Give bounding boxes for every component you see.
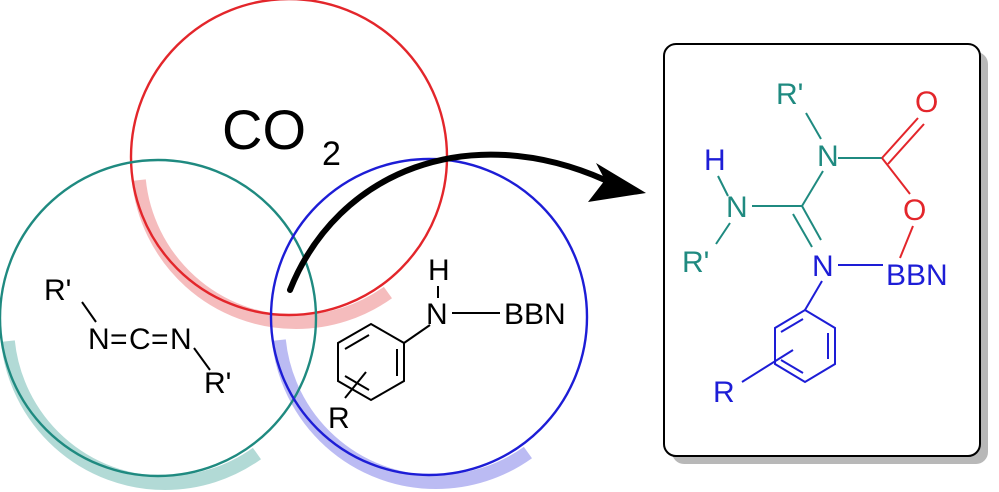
bond-c-ocarbonyl [881, 117, 919, 159]
bond-c2-nimine [801, 205, 822, 241]
product-box-frame [663, 43, 981, 457]
venn-diagram [0, 0, 601, 490]
bond-c-oring [881, 157, 911, 195]
bond-namine-r [715, 222, 731, 245]
aminoborane-h: H [428, 254, 450, 287]
bond-c-ocarbonyl-double [887, 123, 925, 165]
bond-h-namine [717, 175, 729, 197]
carbodiimide-eq1: = [110, 323, 128, 356]
bond-ring-r-product [741, 349, 794, 383]
bond-nimine-aryl [804, 280, 823, 311]
benzene-ring [337, 322, 405, 402]
reaction-arrow [287, 151, 646, 293]
bond-c2-nimine-double [792, 213, 813, 248]
aminoborane-r: R [328, 402, 350, 435]
bond-oring-b [899, 225, 914, 259]
carbodiimide-r-bottom: R' [204, 367, 231, 400]
bond-ring-r [344, 371, 367, 399]
product-n-top: N [817, 140, 839, 173]
co2-text: CO [222, 98, 306, 161]
aminoborane-circle [269, 157, 589, 477]
bond-r-n [81, 301, 97, 323]
product-r-top: R' [776, 78, 803, 111]
product-h: H [704, 144, 726, 177]
aminoborane-structure: H N BBN R [328, 254, 566, 435]
carbodiimide-c: C [129, 323, 151, 356]
carbodiimide-structure: R' N = C = N R' [44, 274, 231, 400]
bond-ntop-c2 [801, 170, 824, 207]
product-n-imine: N [812, 250, 834, 283]
product-o-carbonyl: O [915, 86, 938, 119]
aminoborane-n: N [426, 298, 448, 331]
product-aromatic-bond-1 [780, 318, 804, 333]
product-benzene-ring [774, 308, 836, 384]
product-bbn: BBN [886, 259, 948, 292]
aminoborane-circle-shadow [271, 159, 601, 489]
carbodiimide-circle [0, 158, 318, 478]
aminoborane-bbn: BBN [504, 298, 566, 331]
reaction-arrow-head [588, 163, 646, 202]
reaction-arrow-shaft [287, 151, 608, 293]
carbodiimide-n-right: N [170, 323, 192, 356]
bond-n-aryl [403, 324, 431, 344]
carbodiimide-eq2: = [151, 323, 169, 356]
carbodiimide-circle-shadow [0, 160, 330, 490]
aromatic-bond-2 [344, 334, 370, 350]
bond-r-ntop [805, 112, 822, 140]
product-box [663, 43, 988, 464]
carbodiimide-r-top: R' [44, 274, 71, 307]
carbodiimide-n-left: N [88, 323, 110, 356]
product-structure: R' N H N R' O O N BBN R [682, 78, 948, 409]
product-r-aryl: R [713, 376, 735, 409]
co2-label: CO 2 [222, 98, 341, 173]
product-n-amine: N [726, 191, 748, 224]
product-aromatic-bond-3 [780, 359, 804, 374]
product-r-left: R' [682, 246, 709, 279]
product-o-ring: O [903, 194, 926, 227]
co2-subscript: 2 [322, 135, 341, 173]
co2-circle-shadow [131, 0, 461, 329]
bond-n-r [193, 347, 211, 371]
